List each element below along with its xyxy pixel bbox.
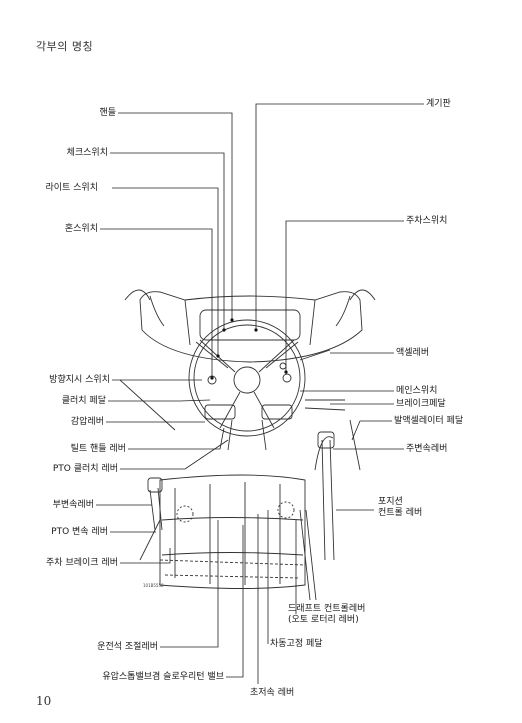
instrument-cluster [199,309,301,341]
label-sub-shift-lever: 부변속레버 [52,500,94,510]
label-draft-line2: (오토 로터리 레버) [288,615,359,625]
label-position-line2: 컨트롤 레버 [378,508,423,518]
page-header: 각부의 명칭 [36,40,94,53]
label-steering-wheel: 핸들 [99,108,116,118]
label-accel-lever: 액셀레버 [396,348,430,358]
label-parking-switch: 주차스위치 [406,216,448,226]
label-hydraulic-valve: 유압스톱밸브겸 슬로우리턴 밸브 [102,672,224,682]
figure-id: 101B5558 [143,583,164,588]
label-seat-adjust-lever: 운전석 조절레버 [97,642,158,652]
label-draft-line1: 드래프트 컨트롤레버 [288,604,366,614]
page-number: 10 [36,694,52,708]
label-position-control-lever: 포지션 컨트롤 레버 [378,497,422,519]
label-instrument-panel: 계기판 [426,99,451,109]
label-main-switch: 메인스위치 [396,386,438,396]
dashboard-outline [139,291,363,363]
label-check-switch: 체크스위치 [66,148,108,158]
label-brake-pedal: 브레이크페달 [396,399,446,409]
label-turn-signal-switch: 방향지시 스위치 [49,375,110,385]
steering-wheel-rim [188,319,306,437]
label-main-shift-lever: 주변속레버 [406,444,448,454]
label-clutch-pedal: 클러치 페달 [61,396,106,406]
steering-hub [233,366,261,394]
label-pto-clutch-lever: PTO 클러치 레버 [52,464,118,474]
label-foot-accel-pedal: 발액셀레이터 페달 [394,416,464,426]
label-creep-lever: 초저속 레버 [250,688,295,698]
label-position-line1: 포지션 [378,497,403,507]
label-tilt-handle-lever: 틸트 핸들 레버 [70,444,126,454]
label-diff-lock-pedal: 차동고정 페달 [270,639,323,649]
label-pressure-reduce-lever: 감압레버 [70,417,104,427]
label-horn-switch: 혼스위치 [64,224,98,234]
label-pto-shift-lever: PTO 변속 레버 [51,527,108,537]
seat-outline [159,474,306,589]
label-parking-brake-lever: 주차 브레이크 레버 [46,558,118,568]
label-light-switch: 라이트 스위치 [45,183,98,193]
label-draft-control-lever: 드래프트 컨트롤레버 (오토 로터리 레버) [288,604,365,626]
